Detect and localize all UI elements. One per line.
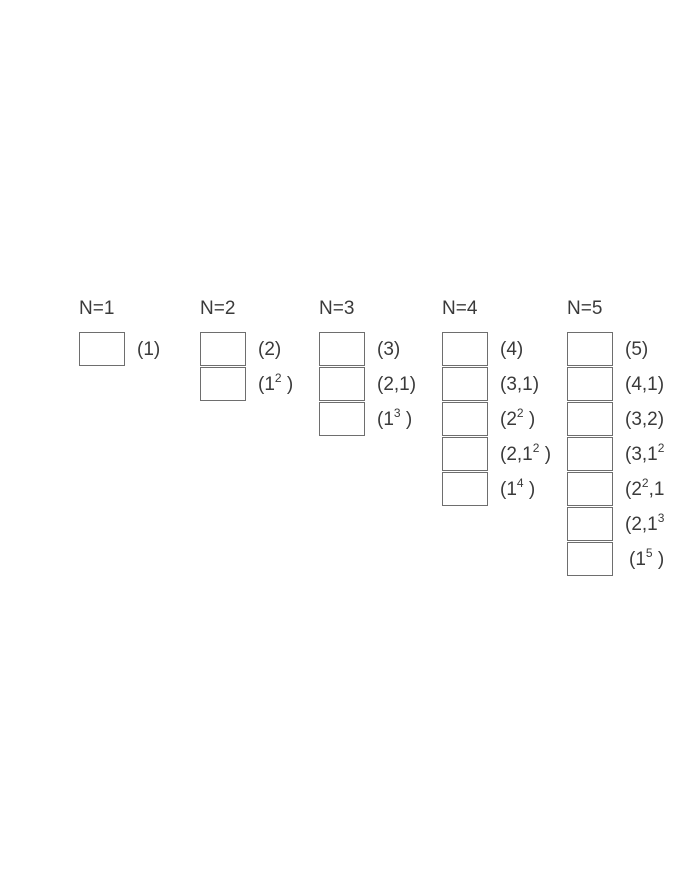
diagram-cell [567, 332, 613, 366]
partition-label: (2,13 [625, 511, 665, 535]
partition-label: (2,1) [377, 374, 417, 395]
partition-label: (4) [500, 339, 524, 360]
partition-labels: (1) [137, 332, 160, 367]
group-title: N=2 [200, 298, 236, 319]
partition-label: (14 ) [500, 476, 536, 500]
diagram-cell [442, 367, 488, 401]
partition-label: (2) [258, 339, 282, 360]
partition-label: (3,1) [500, 374, 540, 395]
diagram-cell [567, 367, 613, 401]
diagram-cell [319, 332, 365, 366]
partition-label: (4,1) [625, 374, 665, 395]
partition-label: (22 ) [500, 406, 536, 430]
diagram-cell [567, 472, 613, 506]
cell-column [319, 332, 365, 436]
diagram-cell [200, 332, 246, 366]
partition-label: (3,2) [625, 409, 665, 430]
diagram-cell [567, 402, 613, 436]
partition-label: (2,12 ) [500, 441, 552, 465]
partition-label: (1) [137, 339, 161, 360]
diagram-cell [567, 542, 613, 576]
partition-label: (22,1 [625, 476, 665, 500]
partition-label: (3) [377, 339, 401, 360]
partition-labels: (4) (3,1) (22 ) (2,12 ) (14 ) [500, 332, 551, 507]
cell-column [567, 332, 613, 576]
partition-label: (12 ) [258, 371, 294, 395]
diagram-cell [567, 507, 613, 541]
diagram-cell [79, 332, 125, 366]
diagram-cell [442, 332, 488, 366]
cell-column [442, 332, 488, 506]
diagram-cell [319, 367, 365, 401]
partition-label: (3,12 [625, 441, 665, 465]
group-title: N=3 [319, 298, 355, 319]
partition-labels: (3) (2,1) (13 ) [377, 332, 416, 437]
group-title: N=4 [442, 298, 478, 319]
partition-labels: (2) (12 ) [258, 332, 293, 402]
partition-label: (15 ) [629, 546, 665, 570]
diagram-cell [442, 437, 488, 471]
partition-label: (5) [625, 339, 649, 360]
group-title: N=5 [567, 298, 603, 319]
diagram-cell [319, 402, 365, 436]
cell-column [79, 332, 125, 366]
diagram-cell [200, 367, 246, 401]
partition-labels: (5) (4,1) (3,2) (3,12 (22,1 (2,13 (15 ) [625, 332, 664, 577]
diagram-cell [442, 472, 488, 506]
group-title: N=1 [79, 298, 115, 319]
partition-label: (13 ) [377, 406, 413, 430]
diagram-cell [442, 402, 488, 436]
cell-column [200, 332, 246, 401]
diagram-cell [567, 437, 613, 471]
